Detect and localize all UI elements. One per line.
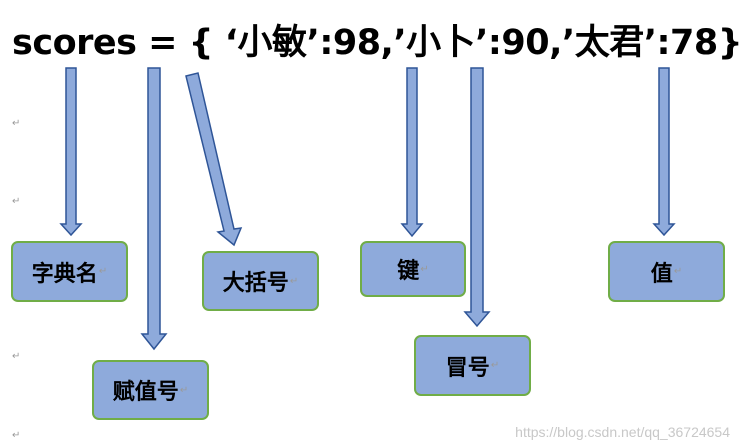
label-assignment: 赋值号 bbox=[112, 380, 179, 405]
label-box-dict-name: 字典名↵ bbox=[11, 241, 128, 302]
arrow-braces bbox=[185, 72, 243, 247]
paragraph-mark-icon: ↵ bbox=[12, 118, 21, 129]
watermark: https://blog.csdn.net/qq_36724654 bbox=[515, 424, 730, 440]
paragraph-mark-icon: ↵ bbox=[673, 266, 683, 277]
paragraph-mark-icon: ↵ bbox=[420, 263, 429, 275]
paragraph-mark-icon: ↵ bbox=[12, 351, 21, 362]
paragraph-mark-icon: ↵ bbox=[12, 196, 21, 207]
arrow-assignment bbox=[140, 67, 168, 351]
label-box-value: 值↵ bbox=[608, 241, 725, 302]
paragraph-mark-icon: ↵ bbox=[98, 266, 108, 277]
paragraph-mark-icon: ↵ bbox=[179, 384, 189, 396]
arrow-dict-name bbox=[59, 67, 83, 237]
paragraph-mark-icon: ↵ bbox=[12, 430, 21, 441]
label-braces: 大括号 bbox=[222, 271, 289, 296]
label-box-colon: 冒号↵ bbox=[414, 335, 531, 396]
paragraph-mark-icon: ↵ bbox=[289, 275, 299, 287]
label-box-key: 键↵ bbox=[360, 241, 466, 297]
arrow-colon bbox=[463, 67, 491, 328]
label-value: 值 bbox=[650, 261, 673, 287]
label-box-braces: 大括号↵ bbox=[202, 251, 319, 311]
code-text: scores = { ‘小敏’:98,’小卜’:90,’太君’:78} bbox=[12, 23, 740, 63]
label-colon: 冒号 bbox=[445, 355, 490, 381]
label-key: 键 bbox=[397, 259, 420, 284]
label-box-assignment: 赋值号↵ bbox=[92, 360, 209, 420]
arrow-value bbox=[652, 67, 676, 237]
arrow-key bbox=[400, 67, 424, 238]
paragraph-mark-icon: ↵ bbox=[490, 360, 500, 371]
label-dict-name: 字典名 bbox=[31, 261, 98, 287]
dict-code-line: scores = { ‘小敏’:98,’小卜’:90,’太君’:78}↵ bbox=[12, 14, 740, 65]
